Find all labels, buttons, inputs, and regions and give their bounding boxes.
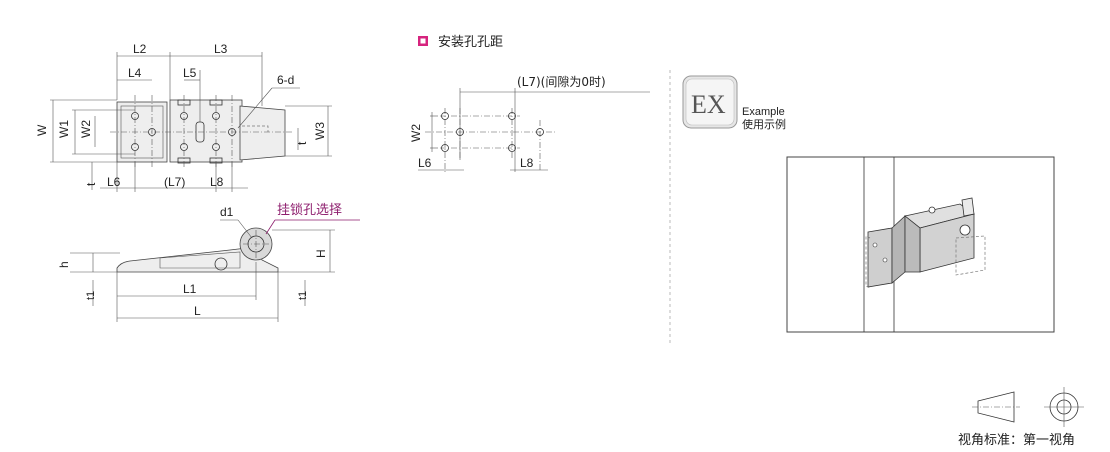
hole-pitch-section: 安装孔孔距 (L7)(间隙为0时) W2 L6 L8 — [409, 35, 650, 172]
pitch-label-W2: W2 — [409, 124, 423, 142]
label-H: H — [314, 249, 328, 258]
label-L: L — [194, 304, 201, 318]
frustum-icon — [977, 391, 1015, 423]
label-L8: L8 — [210, 175, 224, 189]
label-L6: L6 — [107, 175, 121, 189]
example-badge-text: EX — [691, 90, 726, 119]
side-view: d1 挂锁孔选择 h H t1 t1 L1 L — [57, 202, 360, 322]
example-latch-illustration — [865, 197, 986, 289]
pitch-holes — [441, 112, 544, 152]
example-title-en: Example — [742, 106, 785, 118]
label-t-right: t — [295, 141, 309, 145]
label-t1-right: t1 — [297, 291, 309, 300]
section-title: 安装孔孔距 — [438, 35, 503, 50]
label-t-left: t — [84, 182, 98, 186]
label-W1: W1 — [57, 120, 71, 138]
pitch-label-L6: L6 — [418, 156, 432, 170]
latch-plate — [169, 99, 243, 163]
pitch-label-L8: L8 — [520, 156, 534, 170]
label-L2: L2 — [133, 42, 147, 56]
hole-pitch-note: (L7)(间隙为0时) — [517, 75, 606, 89]
padlock-hole-callout: 挂锁孔选择 — [277, 202, 342, 218]
latch-arm — [239, 105, 286, 161]
side-body — [116, 246, 279, 273]
label-W3: W3 — [313, 122, 327, 140]
example-title-cn: 使用示例 — [742, 117, 786, 131]
label-W2: W2 — [79, 120, 93, 138]
projection-symbol: 视角标准：第一视角 — [958, 387, 1084, 448]
projection-label: 视角标准：第一视角 — [958, 433, 1075, 448]
label-t1-left: t1 — [85, 291, 97, 300]
label-d1: d1 — [220, 205, 234, 219]
label-L3: L3 — [214, 42, 228, 56]
label-L5: L5 — [183, 66, 197, 80]
label-L4: L4 — [128, 66, 142, 80]
label-L1: L1 — [183, 282, 197, 296]
label-h: h — [57, 261, 71, 268]
top-view: L2 L3 L4 L5 6-d W W1 W2 W3 t L6 ( — [35, 42, 332, 192]
label-W: W — [35, 124, 49, 136]
example-section: EX Example 使用示例 — [682, 75, 1055, 333]
label-6d: 6-d — [277, 73, 294, 87]
label-L7: (L7) — [164, 175, 185, 189]
